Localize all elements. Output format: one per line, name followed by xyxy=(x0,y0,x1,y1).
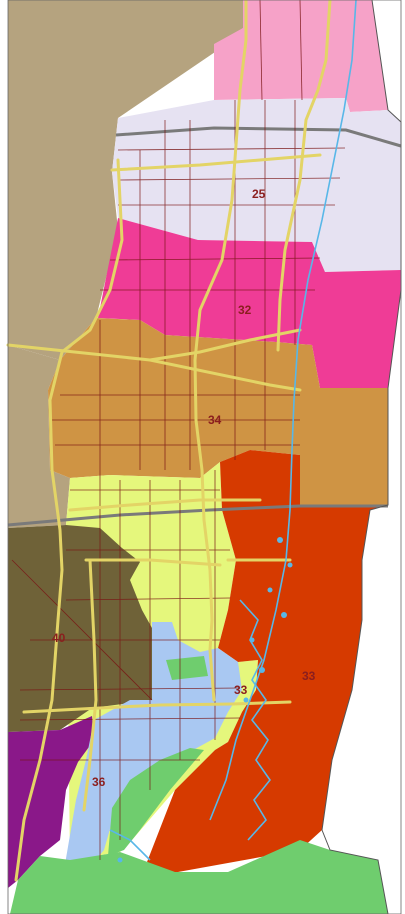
region-light-blue-36 xyxy=(64,622,242,900)
street-grid xyxy=(11,0,346,860)
region-lavender-25 xyxy=(112,98,401,272)
district-label-40: 40 xyxy=(52,631,66,645)
district-label-25: 25 xyxy=(252,187,266,201)
district-label-32: 32 xyxy=(238,303,252,317)
region-purple xyxy=(8,716,94,888)
region-red-orange-33 xyxy=(140,450,388,880)
major-roads xyxy=(6,0,332,882)
region-green-patch xyxy=(166,656,208,680)
district-label-33-west: 33 xyxy=(234,683,248,697)
region-green-south xyxy=(10,840,388,914)
lake-dots xyxy=(117,537,293,863)
map-frame xyxy=(7,0,402,914)
region-magenta-32 xyxy=(98,218,401,388)
district-label-36: 36 xyxy=(92,775,106,789)
region-green-strip xyxy=(108,748,204,856)
region-orange-34 xyxy=(48,318,388,505)
district-label-34: 34 xyxy=(208,413,222,427)
region-tan-west xyxy=(8,0,243,360)
district-label-33-east: 33 xyxy=(302,669,316,683)
